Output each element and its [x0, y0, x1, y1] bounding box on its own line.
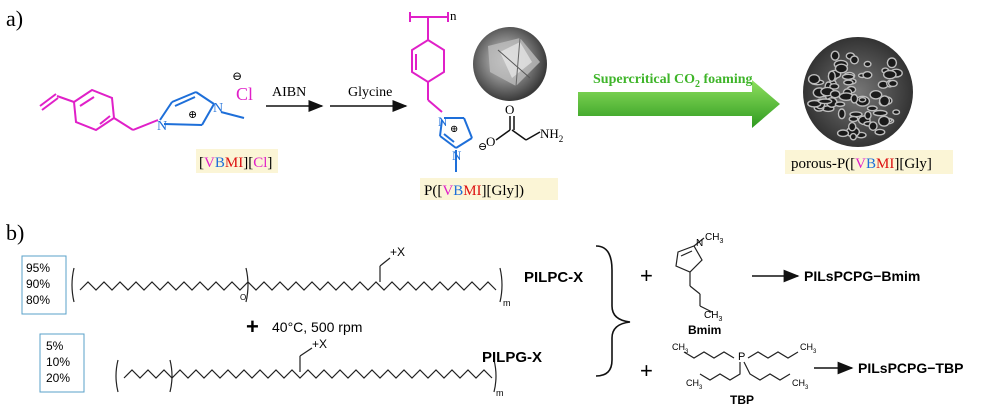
- pilpg-counter-ion: +X: [312, 337, 327, 351]
- tbp-ch3-3: CH3: [686, 378, 703, 391]
- foam-pore: [878, 95, 891, 107]
- polymer-n1: N: [438, 114, 448, 129]
- product-tbp: PILsPCPG−TBP: [858, 360, 963, 376]
- pilpg-chain-structure: [115, 347, 497, 393]
- foam-pore: [869, 90, 883, 100]
- tbp-ch3-1: CH3: [672, 342, 689, 355]
- porous-foam-image: [803, 37, 913, 147]
- monomer-chloride: Cl: [236, 84, 253, 104]
- foam-pore: [849, 55, 860, 65]
- foam-pore: [866, 105, 878, 112]
- tbp-ch3-2: CH3: [800, 342, 817, 355]
- polymer-subscript-n: n: [450, 8, 457, 23]
- bmim-ch3: CH3: [705, 232, 723, 245]
- panel-b-plus-reactants: +: [246, 314, 259, 339]
- foam-pore: [837, 108, 846, 120]
- pilpg-ratio-2: 10%: [46, 355, 70, 369]
- polymer-n3: N: [452, 148, 462, 163]
- foam-pore: [868, 121, 878, 132]
- polymer-structure: [409, 12, 541, 172]
- reaction-conditions: 40°C, 500 rpm: [272, 319, 362, 335]
- monomer-structure: [39, 88, 245, 132]
- foam-pore: [877, 115, 891, 127]
- pilpg-name: PILPG-X: [482, 349, 542, 366]
- pilpg-ratio-box: [39, 333, 85, 393]
- monomer-label-box: [196, 149, 278, 173]
- foam-pore: [863, 60, 872, 68]
- foam-pore: [882, 69, 897, 80]
- foam-pore: [836, 129, 850, 138]
- monomer-label: [VBMI][Cl]: [199, 155, 272, 171]
- foam-pore: [827, 70, 836, 83]
- pilpg-ratio-1: 5%: [46, 339, 64, 353]
- tbp-structure: [683, 351, 799, 381]
- monomer-minus-charge: ⊖: [232, 69, 242, 83]
- tbp-name: TBP: [730, 393, 754, 407]
- bmim-name: Bmim: [688, 323, 721, 337]
- foaming-arrow: [578, 80, 780, 128]
- sem-crystal-image: [473, 27, 547, 101]
- foam-pore: [849, 132, 857, 141]
- product-label-box: [785, 150, 953, 174]
- foam-pore: [817, 98, 833, 105]
- pilpc-m-subscript: m: [503, 298, 511, 308]
- pilpg-ratio-3: 20%: [46, 371, 70, 385]
- foam-pore: [864, 110, 872, 120]
- pilpc-ratio-1: 95%: [26, 261, 50, 275]
- pilpc-o-2: O: [240, 293, 246, 302]
- foam-pore: [807, 73, 821, 85]
- foam-pore: [834, 101, 846, 107]
- foam-pore: [848, 121, 857, 132]
- foam-pore: [834, 63, 849, 74]
- foam-pore: [848, 115, 859, 123]
- foam-pore: [862, 70, 873, 79]
- glycinate-o-carbonyl: O: [505, 102, 514, 117]
- foam-pore: [829, 83, 840, 90]
- foam-pore: [858, 97, 867, 103]
- foam-pore: [887, 79, 898, 88]
- foam-pore: [850, 93, 859, 104]
- foam-pore: [886, 57, 898, 69]
- plus-tbp: +: [640, 358, 653, 383]
- foam-pore: [841, 73, 855, 81]
- plus-bmim: +: [640, 263, 653, 288]
- tbp-ch3-4: CH3: [792, 378, 809, 391]
- panel-b-label: b): [6, 220, 24, 245]
- foam-pore: [874, 128, 886, 136]
- product-label: porous-P([VBMI][Gly]: [791, 156, 932, 172]
- bmim-structure: [675, 237, 713, 313]
- combining-brace: [595, 245, 631, 377]
- tbp-p-plus: P: [738, 351, 745, 363]
- bmim-ch3-tail: CH3: [704, 310, 722, 323]
- pilpc-ratio-3: 80%: [26, 293, 50, 307]
- foam-pore: [829, 89, 841, 99]
- foam-pore: [892, 109, 901, 116]
- foaming-label: Supercritical CO2 foaming: [593, 72, 753, 90]
- monomer-n1: N: [157, 119, 167, 134]
- product-bmim: PILsPCPG−Bmim: [804, 268, 920, 284]
- pilpc-name: PILPC-X: [524, 269, 583, 286]
- bmim-n-plus: N: [696, 238, 703, 249]
- pilpc-ratio-2: 90%: [26, 277, 50, 291]
- foam-pore: [830, 50, 840, 61]
- foam-pore: [843, 79, 854, 86]
- pilpc-counter-ion: +X: [390, 245, 405, 259]
- panel-a-label: a): [6, 6, 23, 31]
- polymer-plus-charge: ⊕: [450, 124, 458, 135]
- glycinate-nh2: NH2: [540, 126, 563, 144]
- pilpg-m-subscript: m: [496, 388, 504, 398]
- aibn-label: AIBN: [272, 85, 306, 100]
- polymer-label-box: [420, 178, 558, 200]
- foam-pore: [872, 109, 888, 117]
- glycine-label: Glycine: [348, 85, 392, 100]
- glycinate-o-minus: O: [486, 134, 495, 149]
- monomer-n3: N: [213, 101, 223, 116]
- pilpc-chain-structure: [71, 257, 503, 303]
- monomer-plus-charge: ⊕: [188, 109, 197, 121]
- polymer-label: P([VBMI][Gly]): [424, 183, 524, 199]
- pilpc-ratio-box: [21, 255, 67, 315]
- glycinate-minus-charge: ⊖: [478, 141, 487, 153]
